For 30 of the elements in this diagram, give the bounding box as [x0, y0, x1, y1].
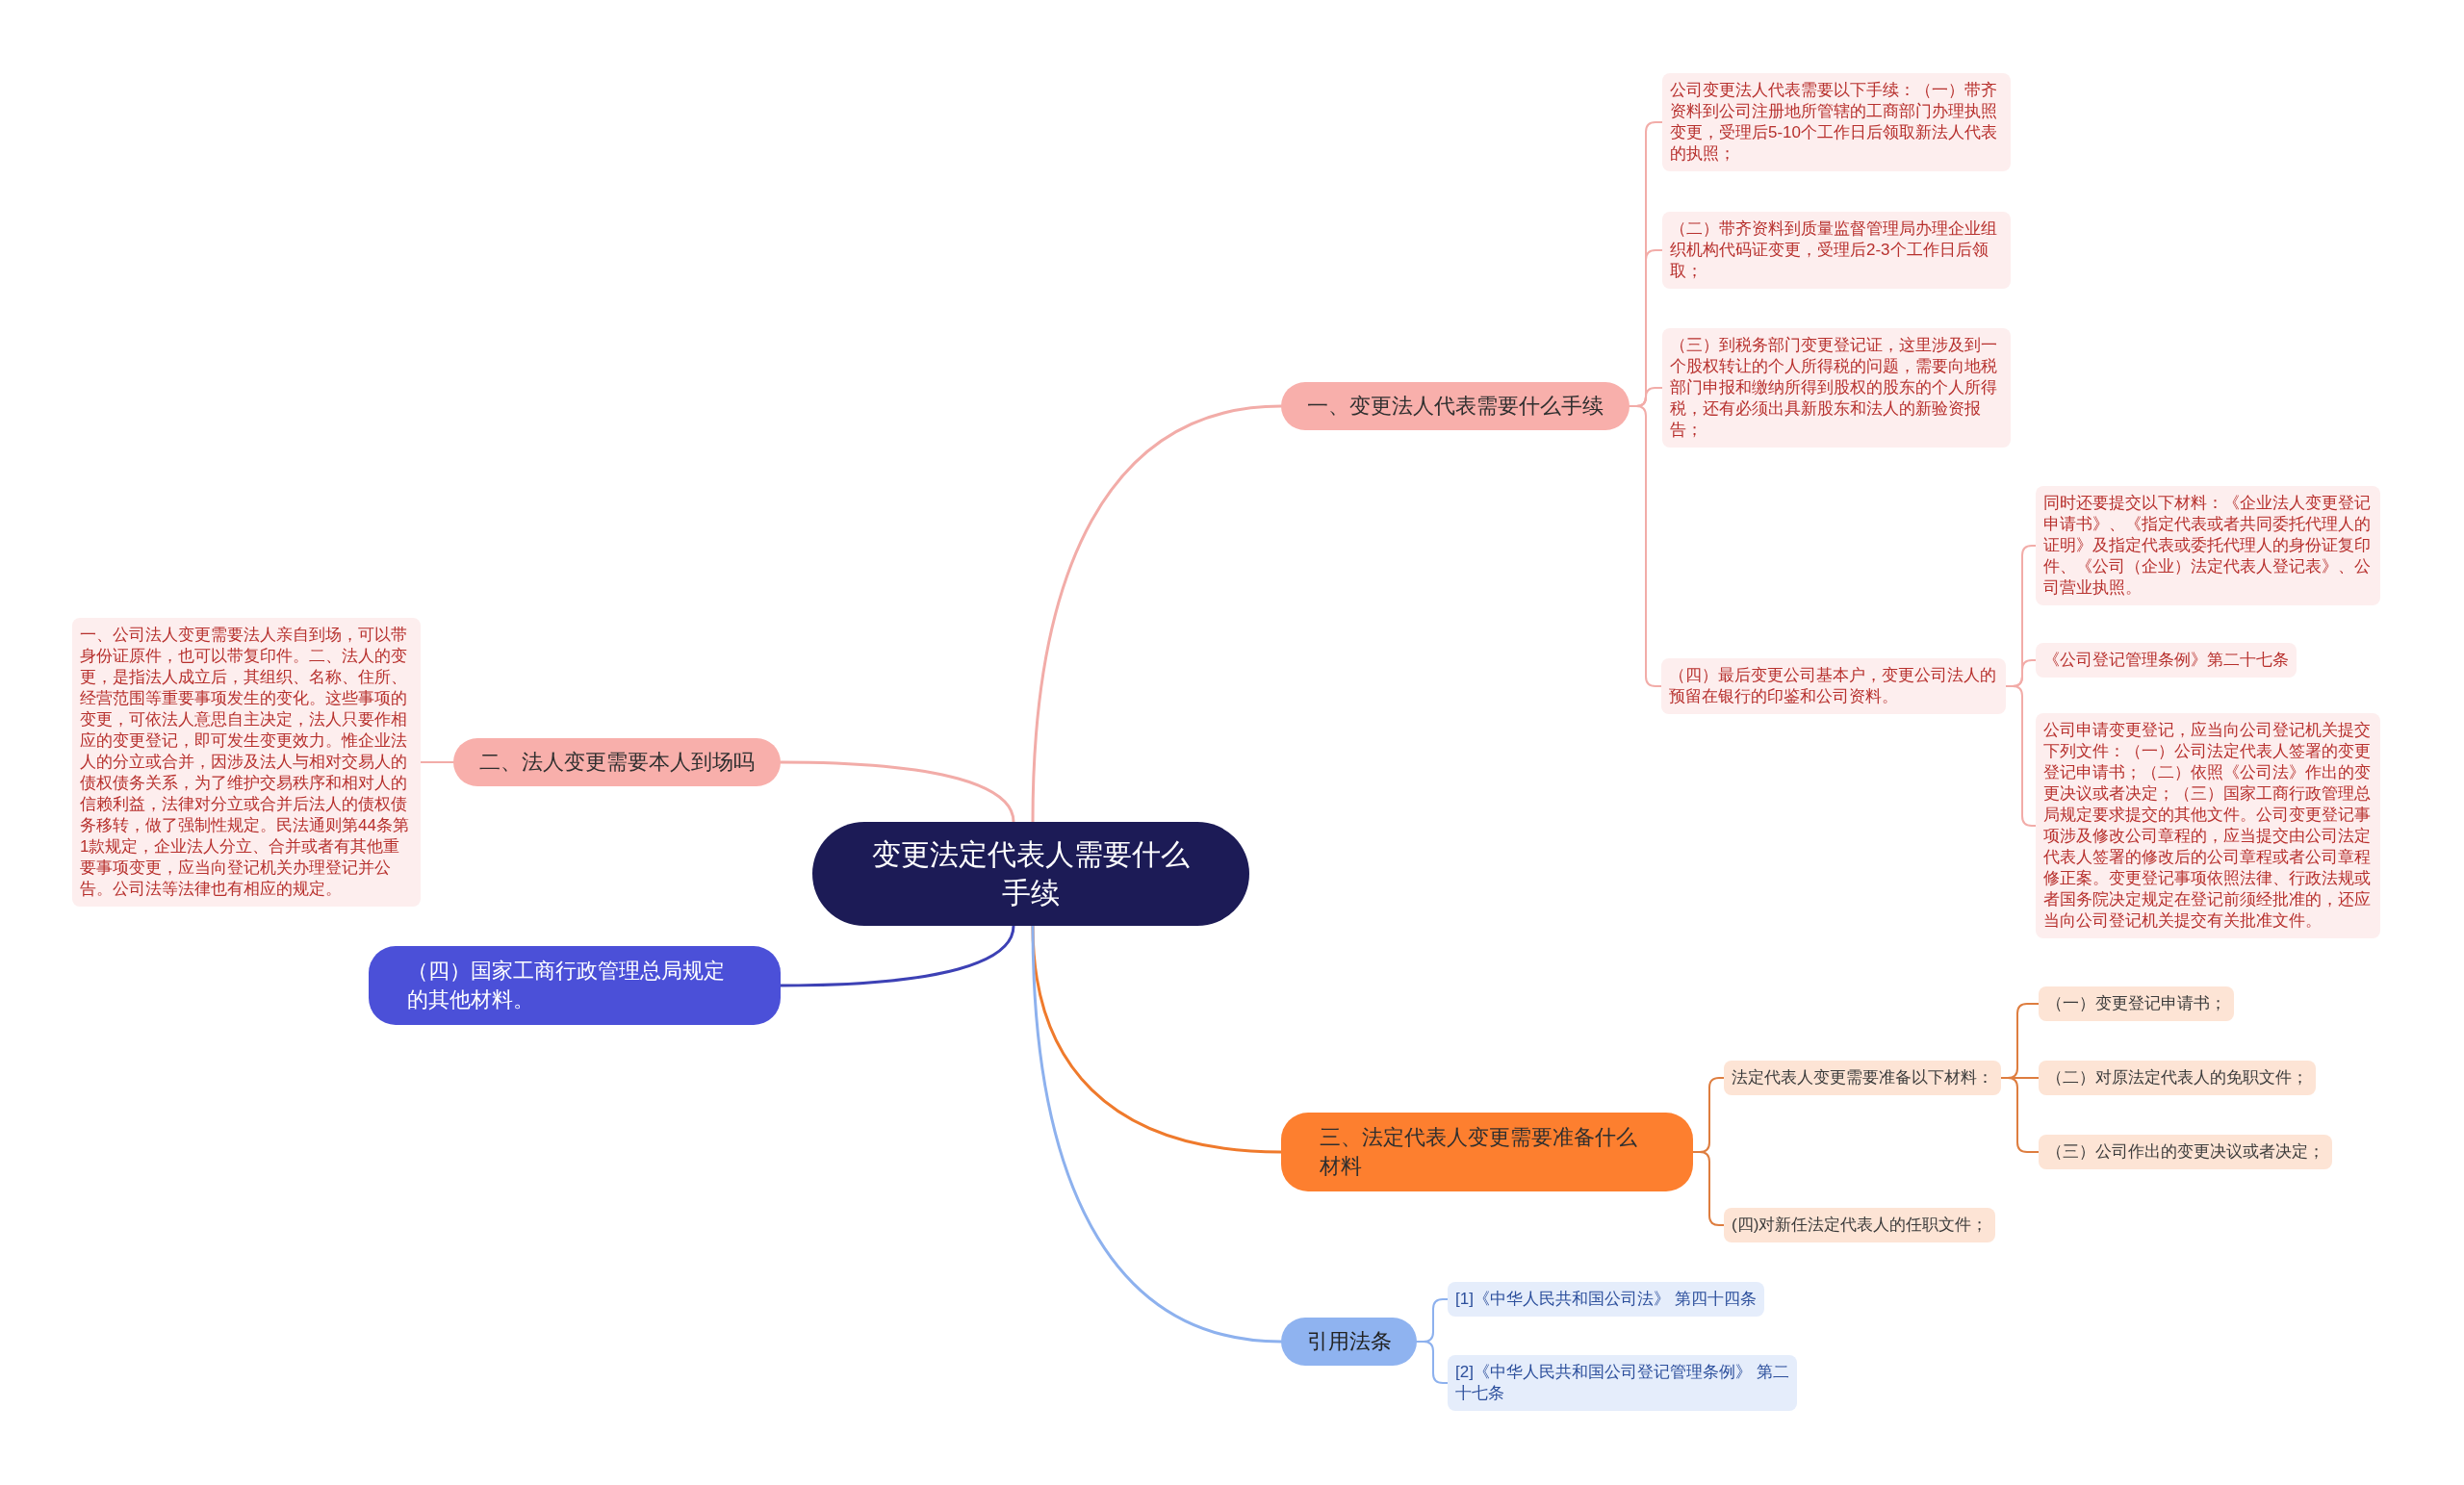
detail-topic: （四）最后变更公司基本户，变更公司法人的预留在银行的印鉴和公司资料。 [1661, 658, 2006, 714]
detail-topic: （三）公司作出的变更决议或者决定； [2039, 1135, 2332, 1169]
branch-topic: 二、法人变更需要本人到场吗 [453, 738, 781, 786]
central-topic: 变更法定代表人需要什么手续 [812, 822, 1249, 926]
detail-topic: 公司申请变更登记，应当向公司登记机关提交下列文件：（一）公司法定代表人签署的变更登记申请书；（二）依照《公司法》作出的变更决议或者决定；（三）国家工商行政管理总局规定要求提交的其他文件。公司变更登记事项涉及修改公司章程的，应当提交由公司法定代表人签署的修改后的公司章程或者公司章程修正案。变更登记事项依照法律、行政法规或者国务院决定规定在登记前须经批准的，还应当向公司登记机关提交有关批准文件。 [2036, 713, 2380, 938]
detail-topic: （二）带齐资料到质量监督管理局办理企业组织机构代码证变更，受理后2-3个工作日后领取； [1662, 212, 2011, 289]
detail-topic: （二）对原法定代表人的免职文件； [2039, 1061, 2316, 1095]
connector-line [1031, 404, 1283, 824]
detail-topic: 公司变更法人代表需要以下手续：（一）带齐资料到公司注册地所管辖的工商部门办理执照变更，受理后5-10个工作日后领取新法人代表的执照； [1662, 73, 2011, 171]
connector-line [2005, 685, 2037, 827]
detail-topic: 法定代表人变更需要准备以下材料： [1724, 1061, 2001, 1095]
connector-line [779, 924, 1015, 987]
detail-topic: 同时还要提交以下材料：《企业法人变更登记申请书》、《指定代表或者共同委托代理人的证明》及指定代表或委托代理人的身份证复印件、《公司（企业）法定代表人登记表》、公司营业执照。 [2036, 486, 2380, 605]
connector-line [1416, 1341, 1449, 1384]
detail-topic: 《公司登记管理条例》第二十七条 [2036, 643, 2297, 678]
detail-topic: [1]《中华人民共和国公司法》 第四十四条 [1448, 1282, 1764, 1317]
connector-line [779, 760, 1015, 824]
detail-topic: （一）变更登记申请书； [2039, 986, 2234, 1021]
connector-line [1031, 924, 1283, 1344]
detail-topic: [2]《中华人民共和国公司登记管理条例》 第二十七条 [1448, 1355, 1797, 1411]
detail-topic: （三）到税务部门变更登记证，这里涉及到一个股权转让的个人所得税的问题，需要向地税部门申报和缴纳所得到股权的股东的个人所得税，还有必须出具新股东和法人的新验资报告； [1662, 328, 2011, 448]
detail-topic: (四)对新任法定代表人的任职文件； [1724, 1208, 1996, 1242]
connector-line [1629, 405, 1662, 687]
branch-topic: 一、变更法人代表需要什么手续 [1281, 382, 1630, 430]
connector-line [420, 761, 454, 763]
branch-topic: 三、法定代表人变更需要准备什么材料 [1281, 1113, 1693, 1191]
connector-line [2000, 1077, 2040, 1153]
branch-topic: （四）国家工商行政管理总局规定的其他材料。 [369, 946, 781, 1025]
detail-topic: 一、公司法人变更需要法人亲自到场，可以带身份证原件，也可以带复印件。二、法人的变更，是指法人成立后，其组织、名称、住所、经营范围等重要事项发生的变化。这些事项的变更，可依法人意思自主决定，法人只要作相应的变更登记，即可发生变更效力。惟企业法人的分立或合并，因涉及法人与相对交易人的债权债务关系，为了维护交易秩序和相对人的信赖利益，法律对分立或合并后法人的债权债务移转，做了强制性规定。民法通则第44条第1款规定，企业法人分立、合并或者有其他重要事项变更，应当向登记机关办理登记并公告。公司法等法律也有相应的规定。 [72, 618, 421, 907]
branch-topic: 引用法条 [1281, 1318, 1417, 1366]
